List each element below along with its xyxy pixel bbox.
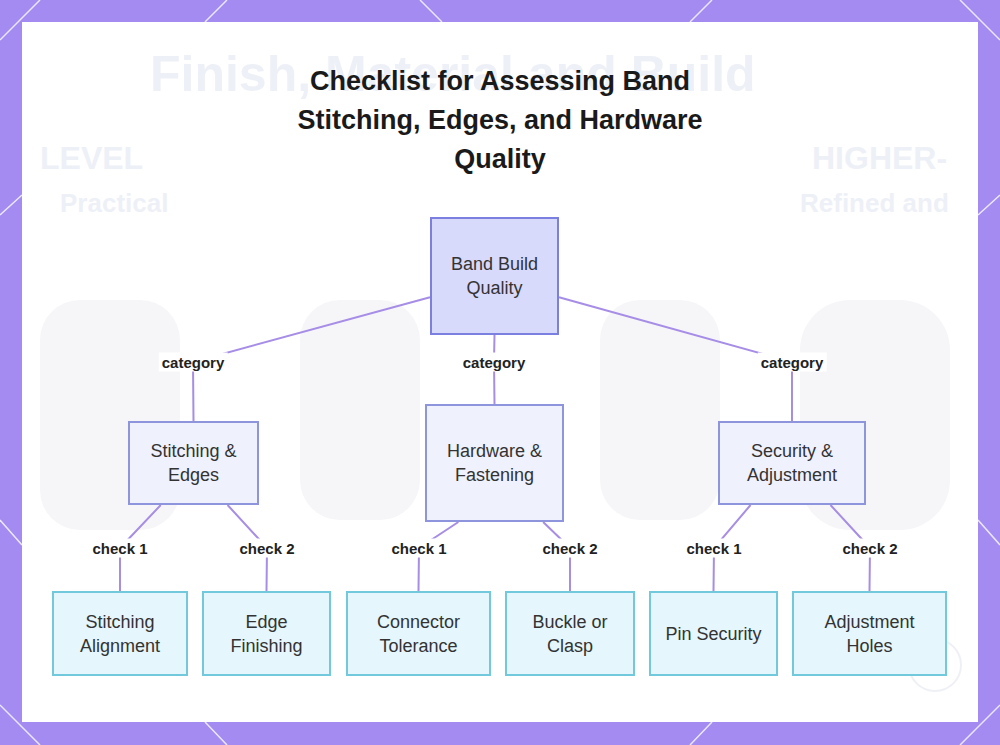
faded-watch [300,300,420,520]
node-text: Buckle or Clasp [515,610,625,658]
category-box: Security & Adjustment [718,421,866,505]
node-text: Pin Security [665,622,761,646]
check-box: Stitching Alignment [52,591,188,676]
root-box: Band Build Quality [430,217,559,335]
node-text: Connector Tolerance [356,610,481,658]
check-box: Buckle or Clasp [505,591,635,676]
check-box: Connector Tolerance [346,591,491,676]
edge-label: category [758,353,827,372]
node-text: Stitching & Edges [138,439,249,487]
node-text: Band Build Quality [440,252,549,300]
node-text: Adjustment Holes [802,610,937,658]
node-text: Security & Adjustment [728,439,856,487]
border-line [690,0,712,22]
diagram-title: Checklist for Assessing Band Stitching, … [250,62,750,179]
watermark-text: Refined and [800,188,949,219]
edge-label: check 2 [539,539,600,558]
node-text: Edge Finishing [212,610,321,658]
node-text: Stitching Alignment [62,610,178,658]
connector-line [193,297,430,421]
node-text: Hardware & Fastening [435,439,554,487]
border-line [690,722,712,745]
check-box: Edge Finishing [202,591,331,676]
border-line [978,520,1000,545]
edge-label: check 1 [388,539,449,558]
border-line [0,195,22,215]
check-box: Pin Security [649,591,778,676]
faded-watch [600,300,720,520]
edge-label: category [460,353,529,372]
border-line [978,195,1000,215]
edge-label: check 2 [236,539,297,558]
category-box: Stitching & Edges [128,421,259,505]
watermark-text: Practical [60,188,168,219]
edge-label: category [159,353,228,372]
border-line [0,520,22,545]
watermark-text: LEVEL [40,140,143,177]
border-line [420,0,442,22]
border-line [205,0,227,22]
edge-label: check 1 [89,539,150,558]
watermark-text: HIGHER- [812,140,947,177]
border-line [205,722,227,745]
category-box: Hardware & Fastening [425,404,564,522]
check-box: Adjustment Holes [792,591,947,676]
edge-label: check 1 [683,539,744,558]
edge-label: check 2 [839,539,900,558]
